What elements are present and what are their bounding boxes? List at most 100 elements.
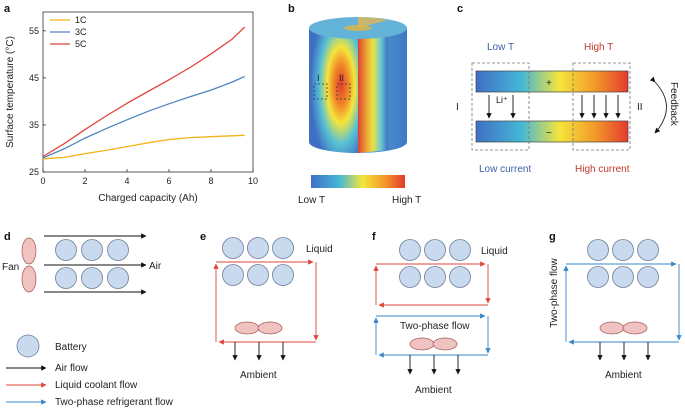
y-tick-label: 25	[29, 167, 39, 177]
legend-battery-label: Battery	[55, 342, 87, 353]
battery-cell	[399, 239, 421, 261]
battery-cell	[637, 239, 659, 261]
heat-exchanger-right	[432, 337, 458, 351]
colorbar-low-label: Low T	[298, 195, 325, 206]
battery-cell	[424, 266, 446, 288]
series-line-3C	[42, 75, 245, 159]
region-I-box	[471, 62, 530, 151]
region-I-text: I	[456, 102, 459, 113]
panel-label-a: a	[4, 3, 11, 15]
x-axis-label: Charged capacity (Ah)	[98, 193, 198, 204]
battery-cell	[637, 266, 659, 288]
heat-exchanger-left	[234, 321, 260, 335]
positive-electrode	[475, 70, 629, 93]
air-cooling-panel: Fan Air	[2, 233, 162, 295]
region-I-label: I	[317, 73, 320, 83]
battery-cell	[612, 239, 634, 261]
panel-label-g: g	[549, 231, 556, 243]
cell-inner-face	[358, 17, 388, 153]
battery-cell	[399, 266, 421, 288]
legend-label-3C: 3C	[75, 27, 87, 37]
chart-legend: 1C 3C 5C	[50, 15, 87, 49]
hybrid-two-phase-label: Two-phase flow	[400, 321, 470, 332]
battery-cell	[272, 264, 294, 286]
cell-top-cut	[358, 17, 388, 28]
region-II-box	[336, 83, 351, 100]
feedback-arrow	[649, 76, 667, 134]
battery-cell	[587, 239, 609, 261]
y-tick-label: 35	[29, 120, 39, 130]
battery-cell	[222, 264, 244, 286]
panel-label-b: b	[288, 3, 295, 15]
battery-cell	[247, 237, 269, 259]
legend-battery-icon	[16, 334, 40, 358]
heat-exchanger-left	[599, 321, 625, 335]
region-II-box	[572, 62, 631, 151]
x-tick-label: 4	[124, 176, 129, 186]
legend: Battery Air flow Liquid coolant flow Two…	[6, 334, 174, 408]
series-line-5C	[42, 26, 246, 158]
hybrid-liquid-label: Liquid	[481, 246, 508, 257]
feedback-schematic: Low T High T + − Li⁺ I II Feedback Low c…	[456, 42, 679, 175]
fan-label: Fan	[2, 262, 19, 273]
fan-blade-bottom	[21, 265, 37, 293]
battery-cell	[81, 267, 103, 289]
battery-cell	[587, 266, 609, 288]
cell-top-core	[344, 25, 372, 31]
x-tick-label: 0	[40, 176, 45, 186]
y-tick-label: 45	[29, 73, 39, 83]
liquid-cooling-panel: Liquid Ambient	[213, 237, 333, 381]
heat-exchanger-right	[257, 321, 283, 335]
battery-cell	[81, 239, 103, 261]
series-lines	[42, 26, 246, 160]
plus-sign: +	[546, 78, 552, 89]
low-current-label: Low current	[479, 164, 531, 175]
x-tick-label: 8	[208, 176, 213, 186]
battery-cell	[449, 266, 471, 288]
x-tick-label: 6	[166, 176, 171, 186]
hybrid-cooling-panel: Liquid Two-phase flow Ambient	[373, 239, 508, 396]
legend-air-label: Air flow	[55, 363, 89, 374]
ambient-label: Ambient	[605, 370, 642, 381]
high-current-label: High current	[575, 164, 630, 175]
y-tick-label: 55	[29, 26, 39, 36]
region-I-box	[313, 83, 328, 100]
region-II-label: II	[339, 73, 344, 83]
ambient-label: Ambient	[240, 370, 277, 381]
battery-cell	[247, 264, 269, 286]
battery-cell	[107, 239, 129, 261]
y-axis-label: Surface temperature (°C)	[5, 36, 16, 148]
region-II-text: II	[637, 102, 643, 113]
battery-cell	[424, 239, 446, 261]
legend-two-phase-label: Two-phase refrigerant flow	[55, 397, 174, 408]
feedback-label: Feedback	[668, 82, 679, 127]
legend-label-5C: 5C	[75, 39, 87, 49]
heat-exchanger-right	[622, 321, 648, 335]
minus-sign: −	[546, 128, 552, 139]
cylindrical-cell: I II Low T High T	[298, 17, 421, 206]
li-ion-label: Li⁺	[496, 95, 508, 105]
high-t-label: High T	[584, 42, 613, 53]
panel-label-c: c	[457, 3, 463, 15]
x-tick-label: 10	[248, 176, 258, 186]
two-phase-label: Two-phase flow	[549, 257, 560, 327]
heat-exchanger-left	[409, 337, 435, 351]
plot-frame	[42, 11, 254, 173]
cell-cross-section	[309, 17, 358, 153]
temperature-colorbar	[311, 175, 405, 188]
panel-label-e: e	[200, 231, 206, 243]
battery-cell	[449, 239, 471, 261]
battery-cell	[272, 237, 294, 259]
air-label: Air	[149, 261, 162, 272]
liquid-label: Liquid	[306, 244, 333, 255]
panel-label-f: f	[372, 231, 376, 243]
battery-cell	[55, 267, 77, 289]
battery-cell	[222, 237, 244, 259]
panel-label-d: d	[4, 231, 11, 243]
legend-label-1C: 1C	[75, 15, 87, 25]
ambient-label: Ambient	[415, 385, 452, 396]
low-t-label: Low T	[487, 42, 514, 53]
